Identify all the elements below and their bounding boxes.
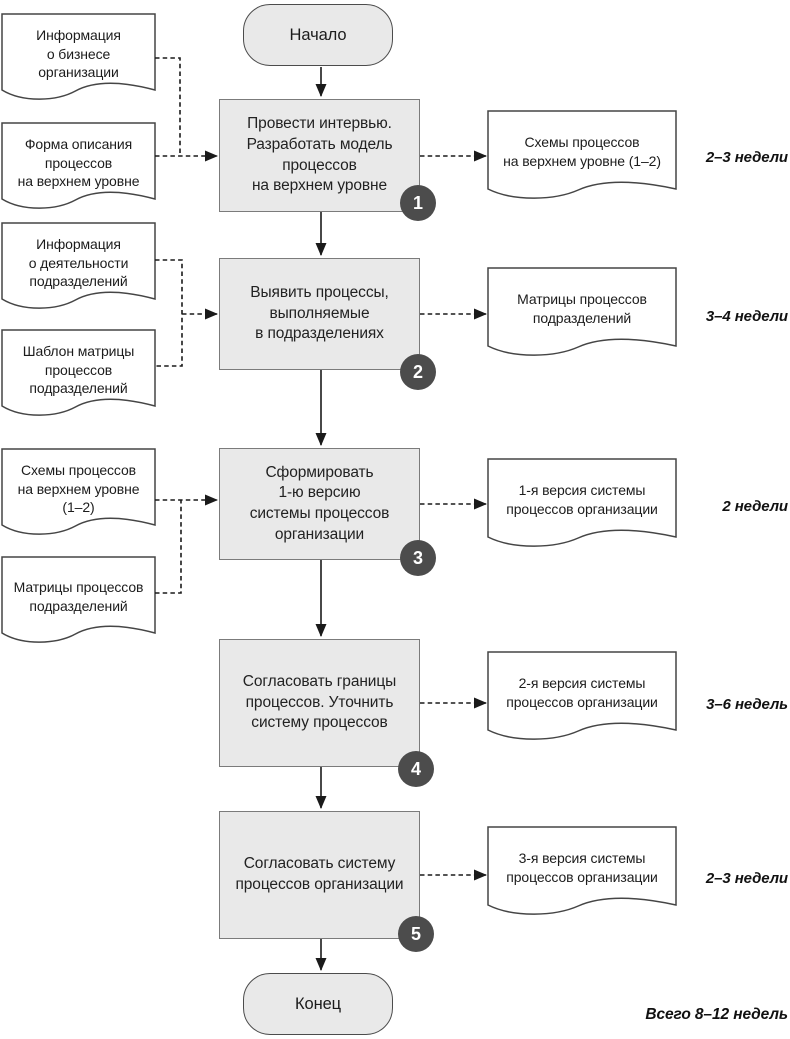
process-box-step4: Согласовать границы процессов. Уточнить …	[219, 639, 420, 767]
process-box-step1: Провести интервью. Разработать модель пр…	[219, 99, 420, 212]
output-doc-label-step4: 2-я версия системы процессов организации	[506, 675, 658, 710]
output-doc-shape-step1	[487, 110, 677, 199]
output-doc-shape-step3	[487, 458, 677, 547]
output-doc-label-step1: Схемы процессов на верхнем уровне (1–2)	[503, 134, 661, 169]
step-badge-4: 4	[398, 751, 434, 787]
step-badge-5: 5	[398, 916, 434, 952]
input-doc-shape-step2-b	[1, 329, 156, 416]
input-doc-shape-step3-b	[1, 556, 156, 643]
input-doc-label-step3-b: Матрицы процессов подразделений	[13, 579, 144, 614]
output-doc-shape-step5	[487, 826, 677, 915]
duration-label-step5: 2–3 недели	[705, 869, 788, 887]
output-doc-label-step2: Матрицы процессов подразделений	[517, 291, 647, 326]
step-badge-1: 1	[400, 185, 436, 221]
input-doc-label-step3-a: Схемы процессов на верхнем уровне (1–2)	[17, 461, 140, 516]
duration-label-step1: 2–3 недели	[705, 148, 788, 166]
input-elbow-step3	[155, 500, 182, 594]
input-doc-label-step1-a: Информация о бизнесе организации	[36, 26, 121, 81]
process-box-step5: Согласовать систему процессов организаци…	[219, 811, 420, 939]
input-doc-label-step2-a: Информация о деятельности подразделений	[28, 235, 129, 290]
input-doc-shape-step1-a	[1, 13, 156, 100]
input-doc-shape-step1-b	[1, 122, 156, 209]
step-badge-2: 2	[400, 354, 436, 390]
duration-label-step3: 2 недели	[722, 497, 788, 515]
input-doc-label-step1-b: Форма описания процессов на верхнем уров…	[17, 135, 140, 190]
input-doc-shape-step3-a	[1, 448, 156, 535]
process-box-step3: Сформировать 1-ю версию системы процессо…	[219, 448, 420, 560]
step-badge-3: 3	[400, 540, 436, 576]
output-doc-label-step3: 1-я версия системы процессов организации	[506, 482, 658, 517]
start-terminator: Начало	[243, 4, 393, 66]
input-doc-label-step2-b: Шаблон матрицы процессов подразделений	[22, 342, 135, 397]
total-duration-label: Всего 8–12 недель	[645, 1006, 788, 1023]
input-doc-shape-step2-a	[1, 222, 156, 309]
process-box-step2: Выявить процессы, выполняемые в подразде…	[219, 258, 420, 370]
output-doc-shape-step2	[487, 267, 677, 356]
end-terminator: Конец	[243, 973, 393, 1035]
input-elbow-step1	[155, 57, 181, 156]
duration-label-step4: 3–6 недель	[706, 695, 788, 713]
input-elbow-step2	[155, 259, 183, 367]
duration-label-step2: 3–4 недели	[705, 307, 788, 325]
output-doc-shape-step4	[487, 651, 677, 740]
output-doc-label-step5: 3-я версия системы процессов организации	[506, 850, 658, 885]
